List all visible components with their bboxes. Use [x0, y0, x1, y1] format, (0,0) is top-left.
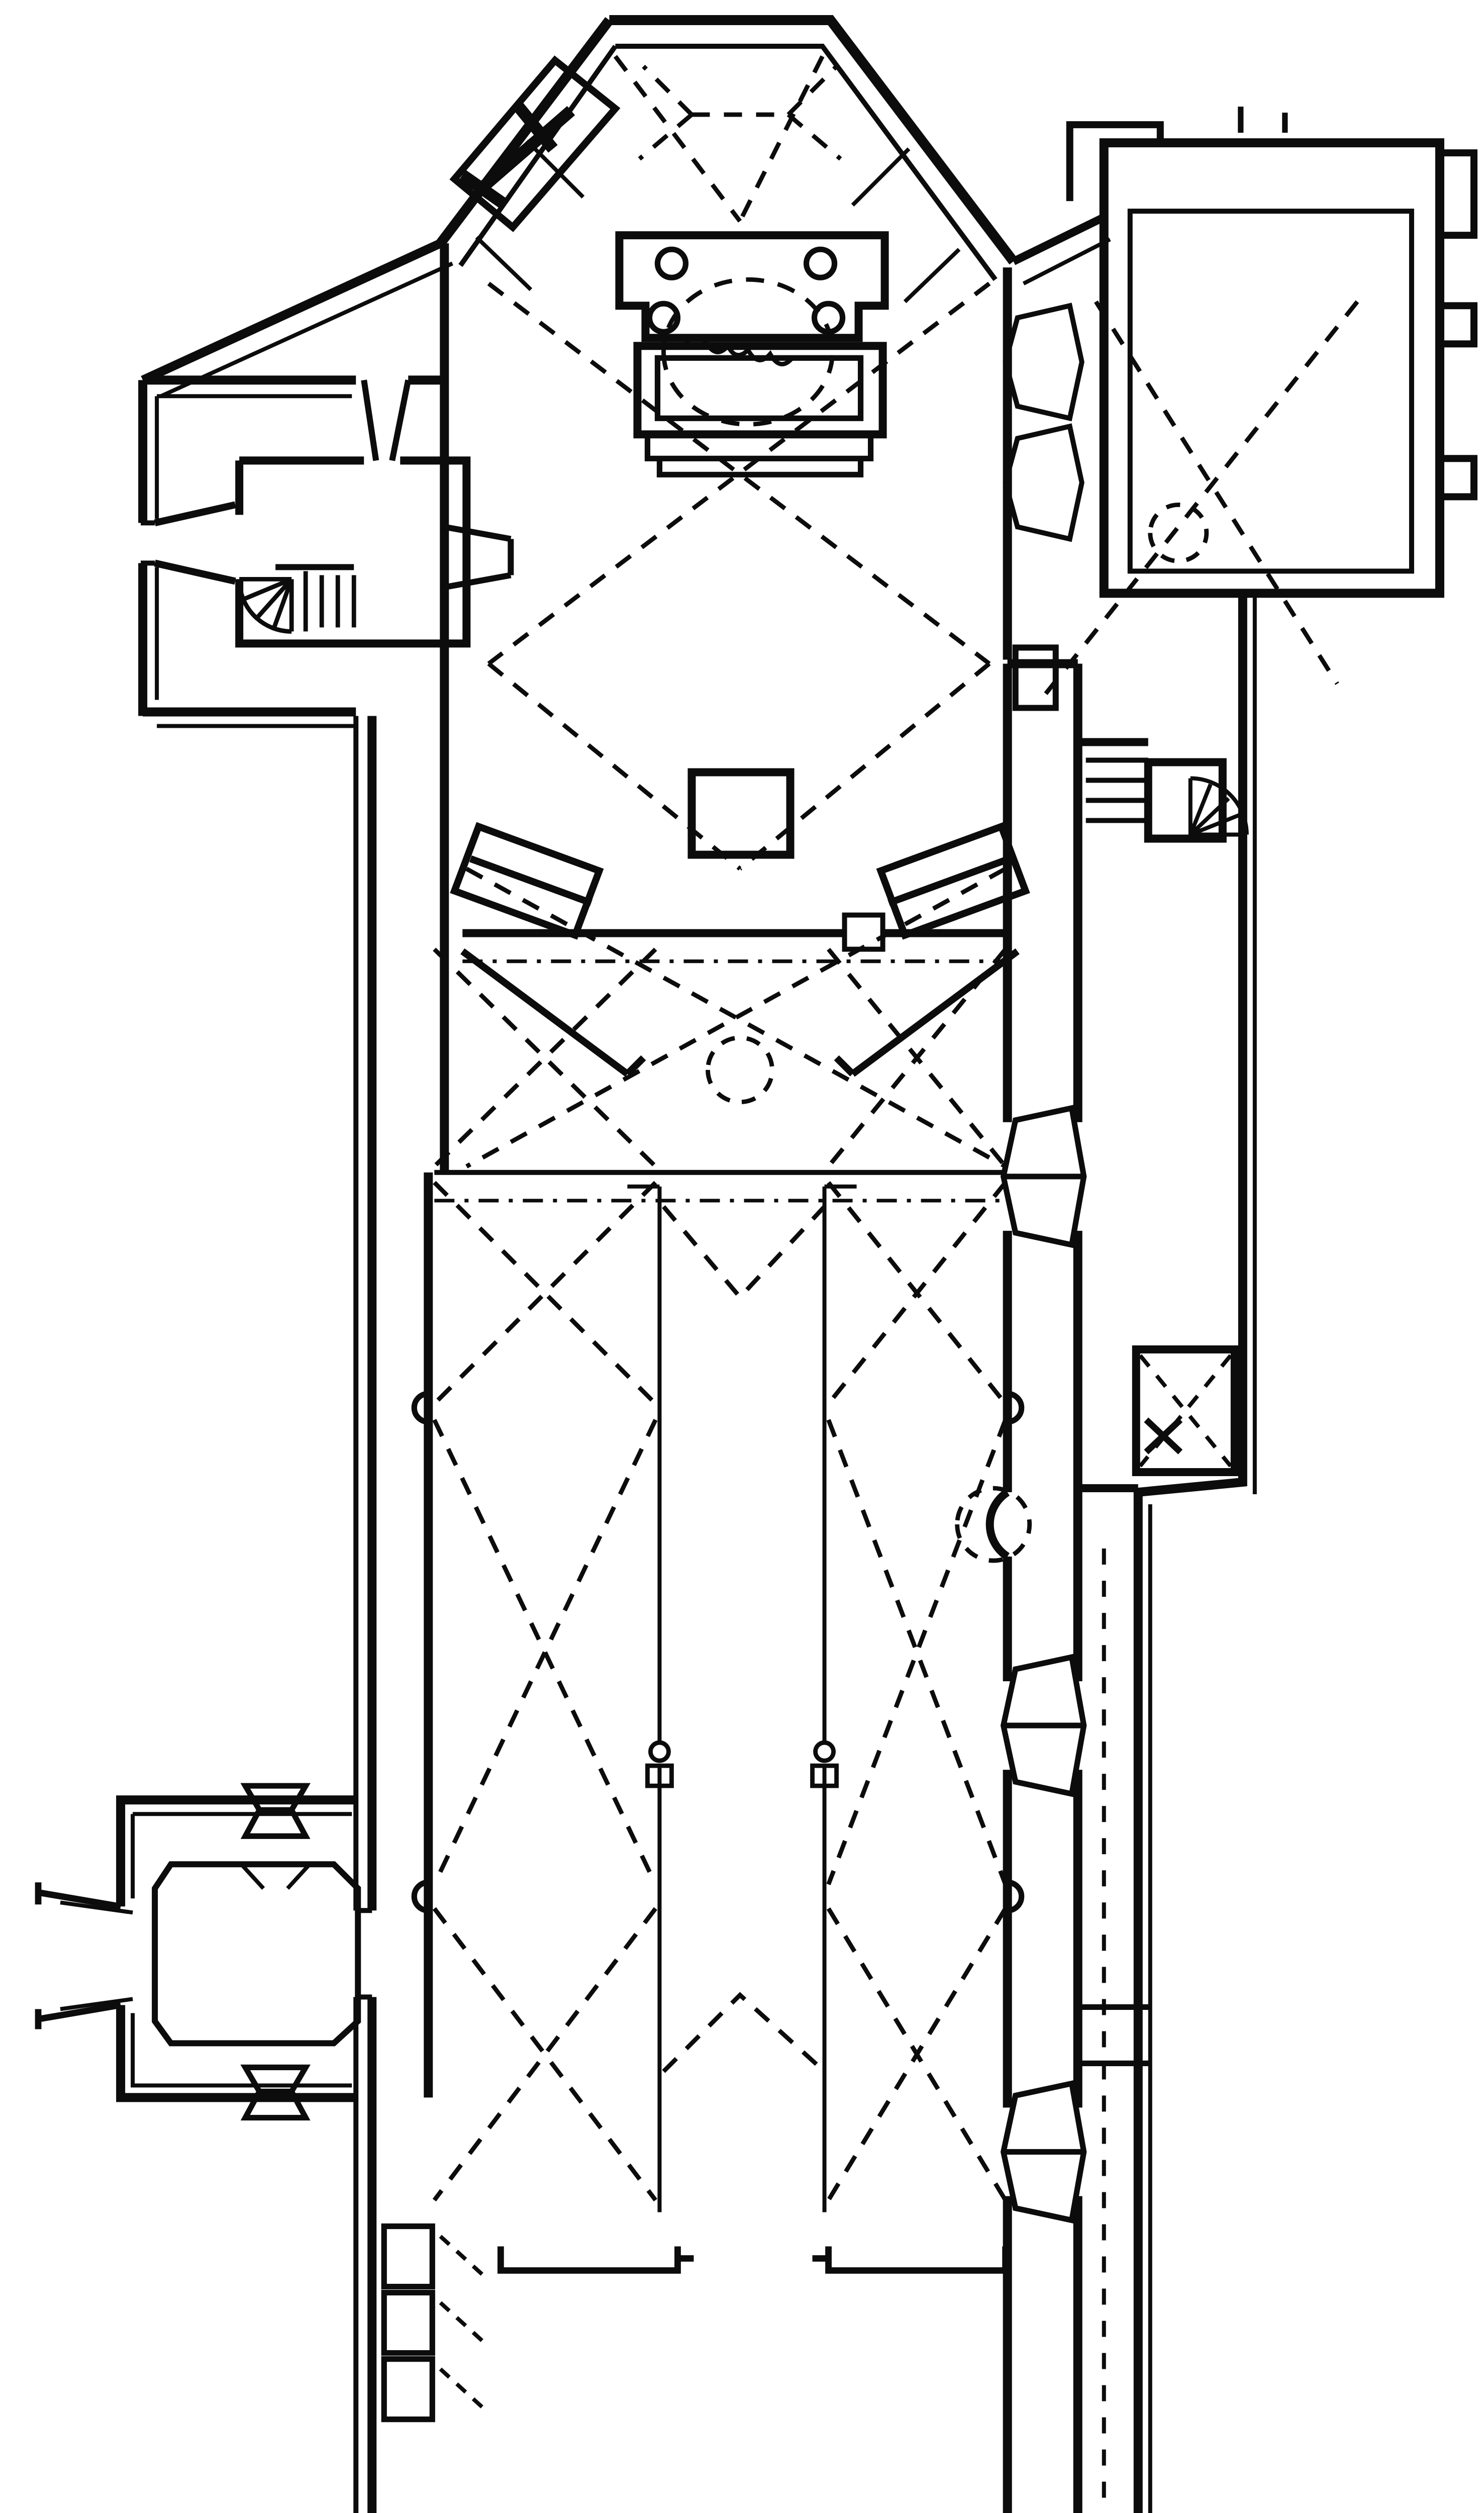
confessional-door-dashes: [439, 2235, 486, 2411]
chancel-vault-x: [487, 662, 991, 871]
east-chapel-vault-circle: [1148, 503, 1209, 563]
west-chapel-inner-liner: [131, 1812, 352, 2088]
wall-niche-hex-1: [1000, 1105, 1087, 1248]
sacristy-porch-throat: [141, 520, 155, 566]
sacristy-room-walls: [235, 456, 471, 648]
baldachin-column-nw: [654, 246, 689, 280]
east-chapel-buttresses: [1439, 149, 1477, 501]
baldachin-column-se: [811, 301, 846, 335]
corridor-east-wall: [1133, 593, 1247, 2513]
confessional-niches: [381, 2223, 435, 2423]
apse-outer-wall: [436, 15, 1018, 265]
west-chapel-funnel: [35, 1882, 122, 2029]
lower-choir-bracket-right: [812, 2246, 1009, 2274]
sacristy-west-porch-funnel: [154, 501, 236, 585]
pulpit-sounding-circle: [955, 1486, 1032, 1563]
altar-inner: [654, 355, 864, 421]
pulpit-body: [985, 1489, 1010, 1560]
wall-niche-hex-2: [1000, 1654, 1087, 1797]
choir-stall-right-brace: [834, 948, 1020, 1077]
spiral-stair-west-arc: [237, 579, 292, 634]
choir-screen-right: [822, 1184, 857, 2212]
east-chapel-vault-x: [1044, 300, 1359, 696]
apse-vault-dashes: [638, 64, 842, 161]
east-chapel-inner: [1127, 209, 1414, 574]
consecration-cross-glyph: [459, 101, 575, 208]
east-chapel-outer: [1099, 138, 1444, 598]
sacristy-north-chute: [361, 379, 412, 461]
vaulted-room-x: [1138, 1354, 1232, 1468]
spiral-stair-east-block: [1144, 758, 1227, 843]
apse-chapel-link: [1012, 213, 1106, 265]
west-chapel-room: [152, 1861, 361, 2047]
lectern-circle: [706, 1035, 774, 1105]
east-stair-steps: [1085, 757, 1148, 823]
nave-pier-noses-left: [411, 1391, 429, 1913]
apse-chapel-link-inner: [1022, 237, 1111, 285]
vaulted-room-cross-mark: [1144, 1417, 1183, 1455]
nw-diagonal-wall: [141, 239, 443, 384]
lectern-eagle: [720, 1042, 760, 1096]
credence-table: [687, 768, 795, 859]
screen-colonnette-right: [810, 1740, 839, 1788]
altar-steps: [644, 434, 874, 477]
chancel-east-wall: [1003, 267, 1078, 668]
west-chapel-door-reveals: [356, 1908, 372, 2000]
spiral-stair-east-fan: [1188, 776, 1249, 837]
corridor-east-wall-inner: [1148, 593, 1257, 2513]
choir-screen-left: [627, 1184, 662, 2212]
sacristy-inner-liner: [155, 394, 352, 700]
west-chapel-niche-lines: [240, 1863, 312, 1890]
choir-stall-left-brace: [460, 948, 646, 1077]
wall-niche-hex-3: [1000, 2080, 1087, 2224]
spiral-stair-west-treads: [239, 576, 294, 632]
nw-diagonal-wall-inner: [160, 261, 453, 398]
altar-platform-oval: [661, 277, 835, 427]
chancel-east-niche: [1012, 644, 1059, 711]
baldachin-frame: [615, 231, 889, 342]
baldachin-column-sw: [646, 301, 681, 335]
nave-center-vault-dashes: [662, 1205, 826, 2073]
baldachin-column-ne: [803, 246, 838, 280]
west-chapel-spool-north: [240, 1783, 311, 1839]
ambulatory-cell-lines: [475, 139, 961, 304]
choir-vault-x: [465, 866, 1007, 1169]
east-chapel-portal: [1066, 121, 1164, 202]
altar-outer: [633, 342, 887, 439]
lower-choir-bracket-left: [497, 2246, 694, 2274]
sacristy-east-door: [444, 524, 514, 591]
screen-colonnette-left: [645, 1740, 674, 1788]
west-chapel-outer: [116, 1795, 356, 2102]
east-side-door: [1077, 2004, 1150, 2066]
east-chapel-door-ticks: [1238, 107, 1288, 133]
spiral-stair-west-risers: [303, 571, 356, 632]
apse-inner-wall: [458, 44, 998, 281]
west-chapel-funnel-inner: [60, 1900, 133, 2011]
consecration-cross-plaque: [449, 55, 621, 232]
altar-rail-gate: [842, 912, 885, 952]
choir-stall-left: [450, 822, 604, 940]
nave-pier-noses-right: [1007, 1391, 1025, 1913]
chancel-east-hexes: [1003, 303, 1084, 542]
west-chapel-spool-south: [240, 2064, 311, 2121]
aisle-vaults-right: [826, 947, 1008, 2201]
vaulted-room-east: [1132, 1345, 1239, 1476]
aisle-vaults-left: [432, 947, 658, 2202]
